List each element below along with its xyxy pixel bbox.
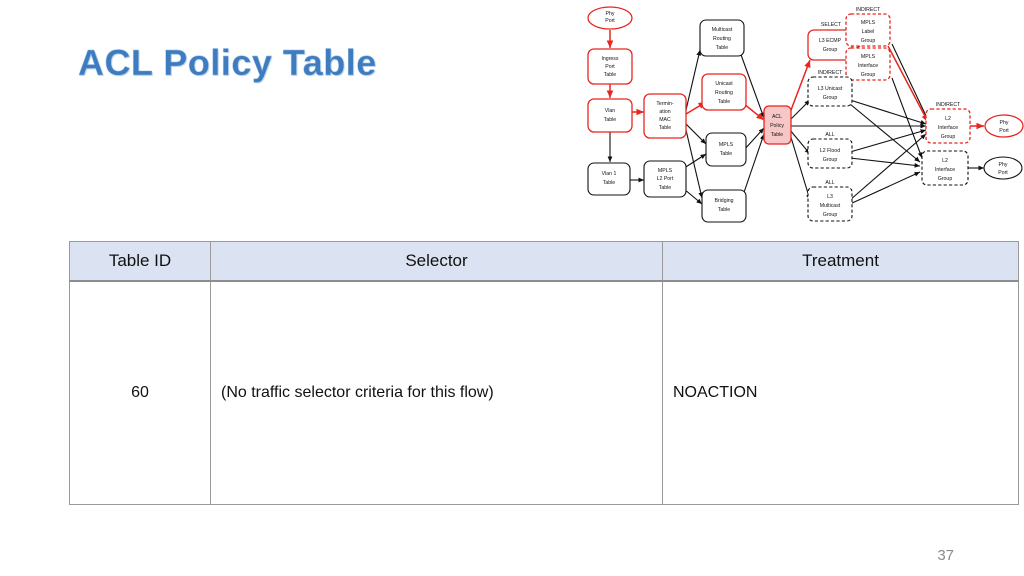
svg-text:Phy: Phy [1000, 120, 1009, 126]
openflow-pipeline-diagram: Phy Port Ingress Port Table Vlan Table V… [578, 2, 1024, 230]
node-phy-port-in: Phy Port [587, 6, 633, 30]
svg-text:Routing: Routing [713, 36, 731, 42]
svg-text:Table: Table [659, 185, 672, 191]
cell-table-id: 60 [69, 280, 211, 505]
node-mpls-label-group: INDIRECT MPLS Label Group [845, 7, 891, 47]
svg-text:ACL: ACL [772, 114, 782, 120]
node-vlan-table: Vlan Table [587, 98, 633, 133]
node-termination-mac-table: Termin- ation MAC Table [643, 93, 687, 139]
column-header-selector: Selector [210, 241, 663, 282]
svg-text:ALL: ALL [825, 180, 834, 186]
svg-text:L2 Flood: L2 Flood [820, 148, 840, 154]
svg-text:Table: Table [718, 99, 731, 105]
svg-text:Table: Table [771, 132, 784, 138]
svg-text:Port: Port [605, 18, 615, 24]
svg-text:Multicast: Multicast [820, 203, 841, 209]
svg-text:MPLS: MPLS [719, 142, 734, 148]
node-l2-interface-group-2: L2 Interface Group [921, 150, 969, 186]
node-mpls-l2-port-table: MPLS L2 Port Table [643, 160, 687, 198]
node-l3-multicast-group: ALL L3 Multicast Group [807, 180, 853, 222]
acl-policy-table: Table ID Selector Treatment 60 (No traff… [69, 241, 1019, 505]
svg-text:Routing: Routing [715, 90, 733, 96]
svg-text:Phy: Phy [606, 11, 615, 17]
svg-text:Interface: Interface [938, 125, 958, 131]
svg-text:Label: Label [862, 29, 875, 35]
svg-text:L3: L3 [827, 194, 833, 200]
page-title: ACL Policy Table [78, 42, 377, 83]
svg-text:ALL: ALL [825, 132, 834, 138]
svg-text:Group: Group [823, 157, 838, 163]
svg-text:Group: Group [938, 176, 953, 182]
svg-text:Table: Table [720, 151, 733, 157]
svg-text:Port: Port [998, 170, 1008, 176]
node-acl-policy-table: ACL Policy Table [763, 105, 792, 145]
svg-text:Group: Group [941, 134, 956, 140]
svg-text:Table: Table [716, 45, 729, 51]
svg-text:Multicast: Multicast [712, 27, 733, 33]
svg-text:Termin-: Termin- [656, 101, 674, 107]
node-multicast-routing-table: Multicast Routing Table [699, 19, 745, 57]
node-phy-port-out-2: Phy Port [983, 156, 1023, 180]
svg-text:MPLS: MPLS [861, 20, 876, 26]
svg-text:Group: Group [861, 72, 876, 78]
cell-selector: (No traffic selector criteria for this f… [210, 280, 663, 505]
svg-text:ation: ation [659, 109, 670, 115]
node-bridging-table: Bridging Table [701, 189, 747, 223]
svg-text:Table: Table [718, 207, 731, 213]
node-unicast-routing-table: Unicast Routing Table [701, 73, 747, 111]
svg-text:Table: Table [604, 117, 617, 123]
svg-text:Table: Table [603, 180, 616, 186]
node-mpls-table: MPLS Table [705, 132, 747, 167]
page-number: 37 [937, 547, 954, 564]
svg-text:Unicast: Unicast [715, 81, 733, 87]
svg-text:Group: Group [823, 95, 838, 101]
svg-text:Phy: Phy [999, 162, 1008, 168]
node-l2-flood-group: ALL L2 Flood Group [807, 132, 853, 169]
svg-text:Table: Table [604, 72, 617, 78]
svg-text:INDIRECT: INDIRECT [936, 102, 961, 108]
svg-text:Ingress: Ingress [601, 56, 618, 62]
node-mpls-interface-group: MPLS Interface Group [845, 47, 891, 81]
svg-text:Port: Port [605, 64, 615, 70]
svg-text:Port: Port [999, 128, 1009, 134]
column-header-treatment: Treatment [662, 241, 1019, 282]
svg-text:Group: Group [823, 47, 838, 53]
cell-treatment: NOACTION [662, 280, 1019, 505]
svg-text:Group: Group [823, 212, 838, 218]
svg-text:L3 Unicast: L3 Unicast [818, 86, 843, 92]
svg-text:Interface: Interface [858, 63, 878, 69]
node-vlan-1-table: Vlan 1 Table [587, 162, 631, 196]
node-l3-unicast-group: INDIRECT L3 Unicast Group [807, 70, 853, 107]
svg-text:Vlan 1: Vlan 1 [602, 171, 617, 177]
svg-text:Group: Group [861, 38, 876, 44]
svg-text:Table: Table [659, 125, 672, 131]
svg-text:Vlan: Vlan [605, 108, 615, 114]
node-ingress-port-table: Ingress Port Table [587, 48, 633, 85]
svg-text:INDIRECT: INDIRECT [818, 70, 843, 76]
svg-text:MAC: MAC [659, 117, 671, 123]
table-row: 60 (No traffic selector criteria for thi… [69, 280, 1019, 505]
table-header-row: Table ID Selector Treatment [69, 241, 1019, 282]
svg-text:INDIRECT: INDIRECT [856, 7, 881, 13]
column-header-table-id: Table ID [69, 241, 211, 282]
svg-text:Policy: Policy [770, 123, 784, 129]
svg-text:L2 Port: L2 Port [657, 176, 674, 182]
svg-text:L2: L2 [945, 116, 951, 122]
svg-text:MPLS: MPLS [861, 54, 876, 60]
svg-text:MPLS: MPLS [658, 168, 673, 174]
node-phy-port-out-1: Phy Port [984, 114, 1024, 138]
svg-text:SELECT: SELECT [821, 22, 842, 28]
svg-text:L3 ECMP: L3 ECMP [819, 38, 842, 44]
svg-text:L2: L2 [942, 158, 948, 164]
node-l2-interface-group-1: INDIRECT L2 Interface Group [925, 102, 971, 144]
svg-text:Interface: Interface [935, 167, 955, 173]
svg-text:Bridging: Bridging [714, 198, 733, 204]
